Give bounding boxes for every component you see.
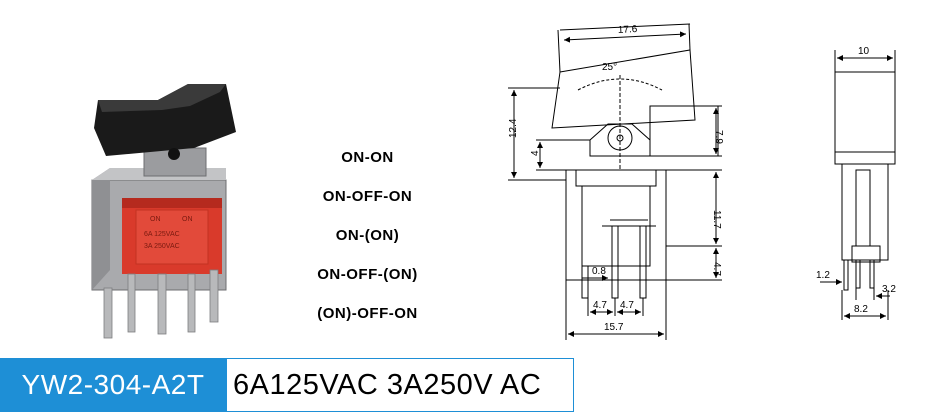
marking-plate [135,209,209,265]
side-actuator-outline [834,71,896,153]
photo-label-right: ON [182,216,193,223]
dim-pin-pitch-2: 4.7 [620,300,634,311]
configuration-item: ON-OFF-ON [322,188,413,205]
dim-pin-pitch-1: 4.7 [593,300,607,311]
bracket-side [92,168,110,290]
dim-side-pin-spacing: 3.2 [882,284,896,295]
configuration-list: ON-ON ON-OFF-ON ON-(ON) ON-OFF-(ON) (ON)… [290,138,445,333]
front-actuator-outline [551,49,696,129]
technical-drawing: 17.6 25° 12.4 4 7.9 11.7 4.7 0.8 4.7 4.7… [508,23,896,340]
dim-actuator-height: 7.9 [713,130,724,144]
dim-body-width: 15.7 [604,322,624,333]
dim-pivot-height: 4 [530,150,541,156]
dim-width-top: 17.6 [618,24,638,36]
dim-angle: 25° [602,62,617,73]
dim-body-height: 11.7 [711,210,722,229]
dim-height-total: 12.4 [508,118,519,138]
rocker-actuator [94,84,236,156]
configuration-item: ON-(ON) [335,227,400,244]
switch-pins [103,269,219,339]
dim-pin-width: 0.8 [592,266,606,277]
configuration-item: ON-OFF-(ON) [317,266,418,283]
model-code: YW2-304-A2T [0,358,226,412]
side-body-outline [841,163,889,261]
photo-marking-1: 6A 125VAC [144,231,180,238]
dim-side-bottom-width: 8.2 [854,304,868,315]
dim-side-width: 10 [858,46,870,57]
photo-marking-2: 3A 250VAC [144,243,180,250]
configuration-item: ON-ON [341,149,394,166]
dim-side-pin-offset: 1.2 [816,270,830,281]
model-rating: 6A125VAC 3A250V AC [226,358,574,412]
configuration-item: (ON)-OFF-ON [317,305,418,322]
product-photo: ON ON 6A 125VAC 3A 250VAC [91,84,236,339]
front-pin-left [581,265,589,299]
photo-label-left: ON [150,216,161,223]
front-pin-right [639,225,647,299]
front-pin-mid [611,225,619,299]
dim-pin-length: 4.7 [711,262,722,276]
model-bar: YW2-304-A2T 6A125VAC 3A250V AC [0,358,930,412]
